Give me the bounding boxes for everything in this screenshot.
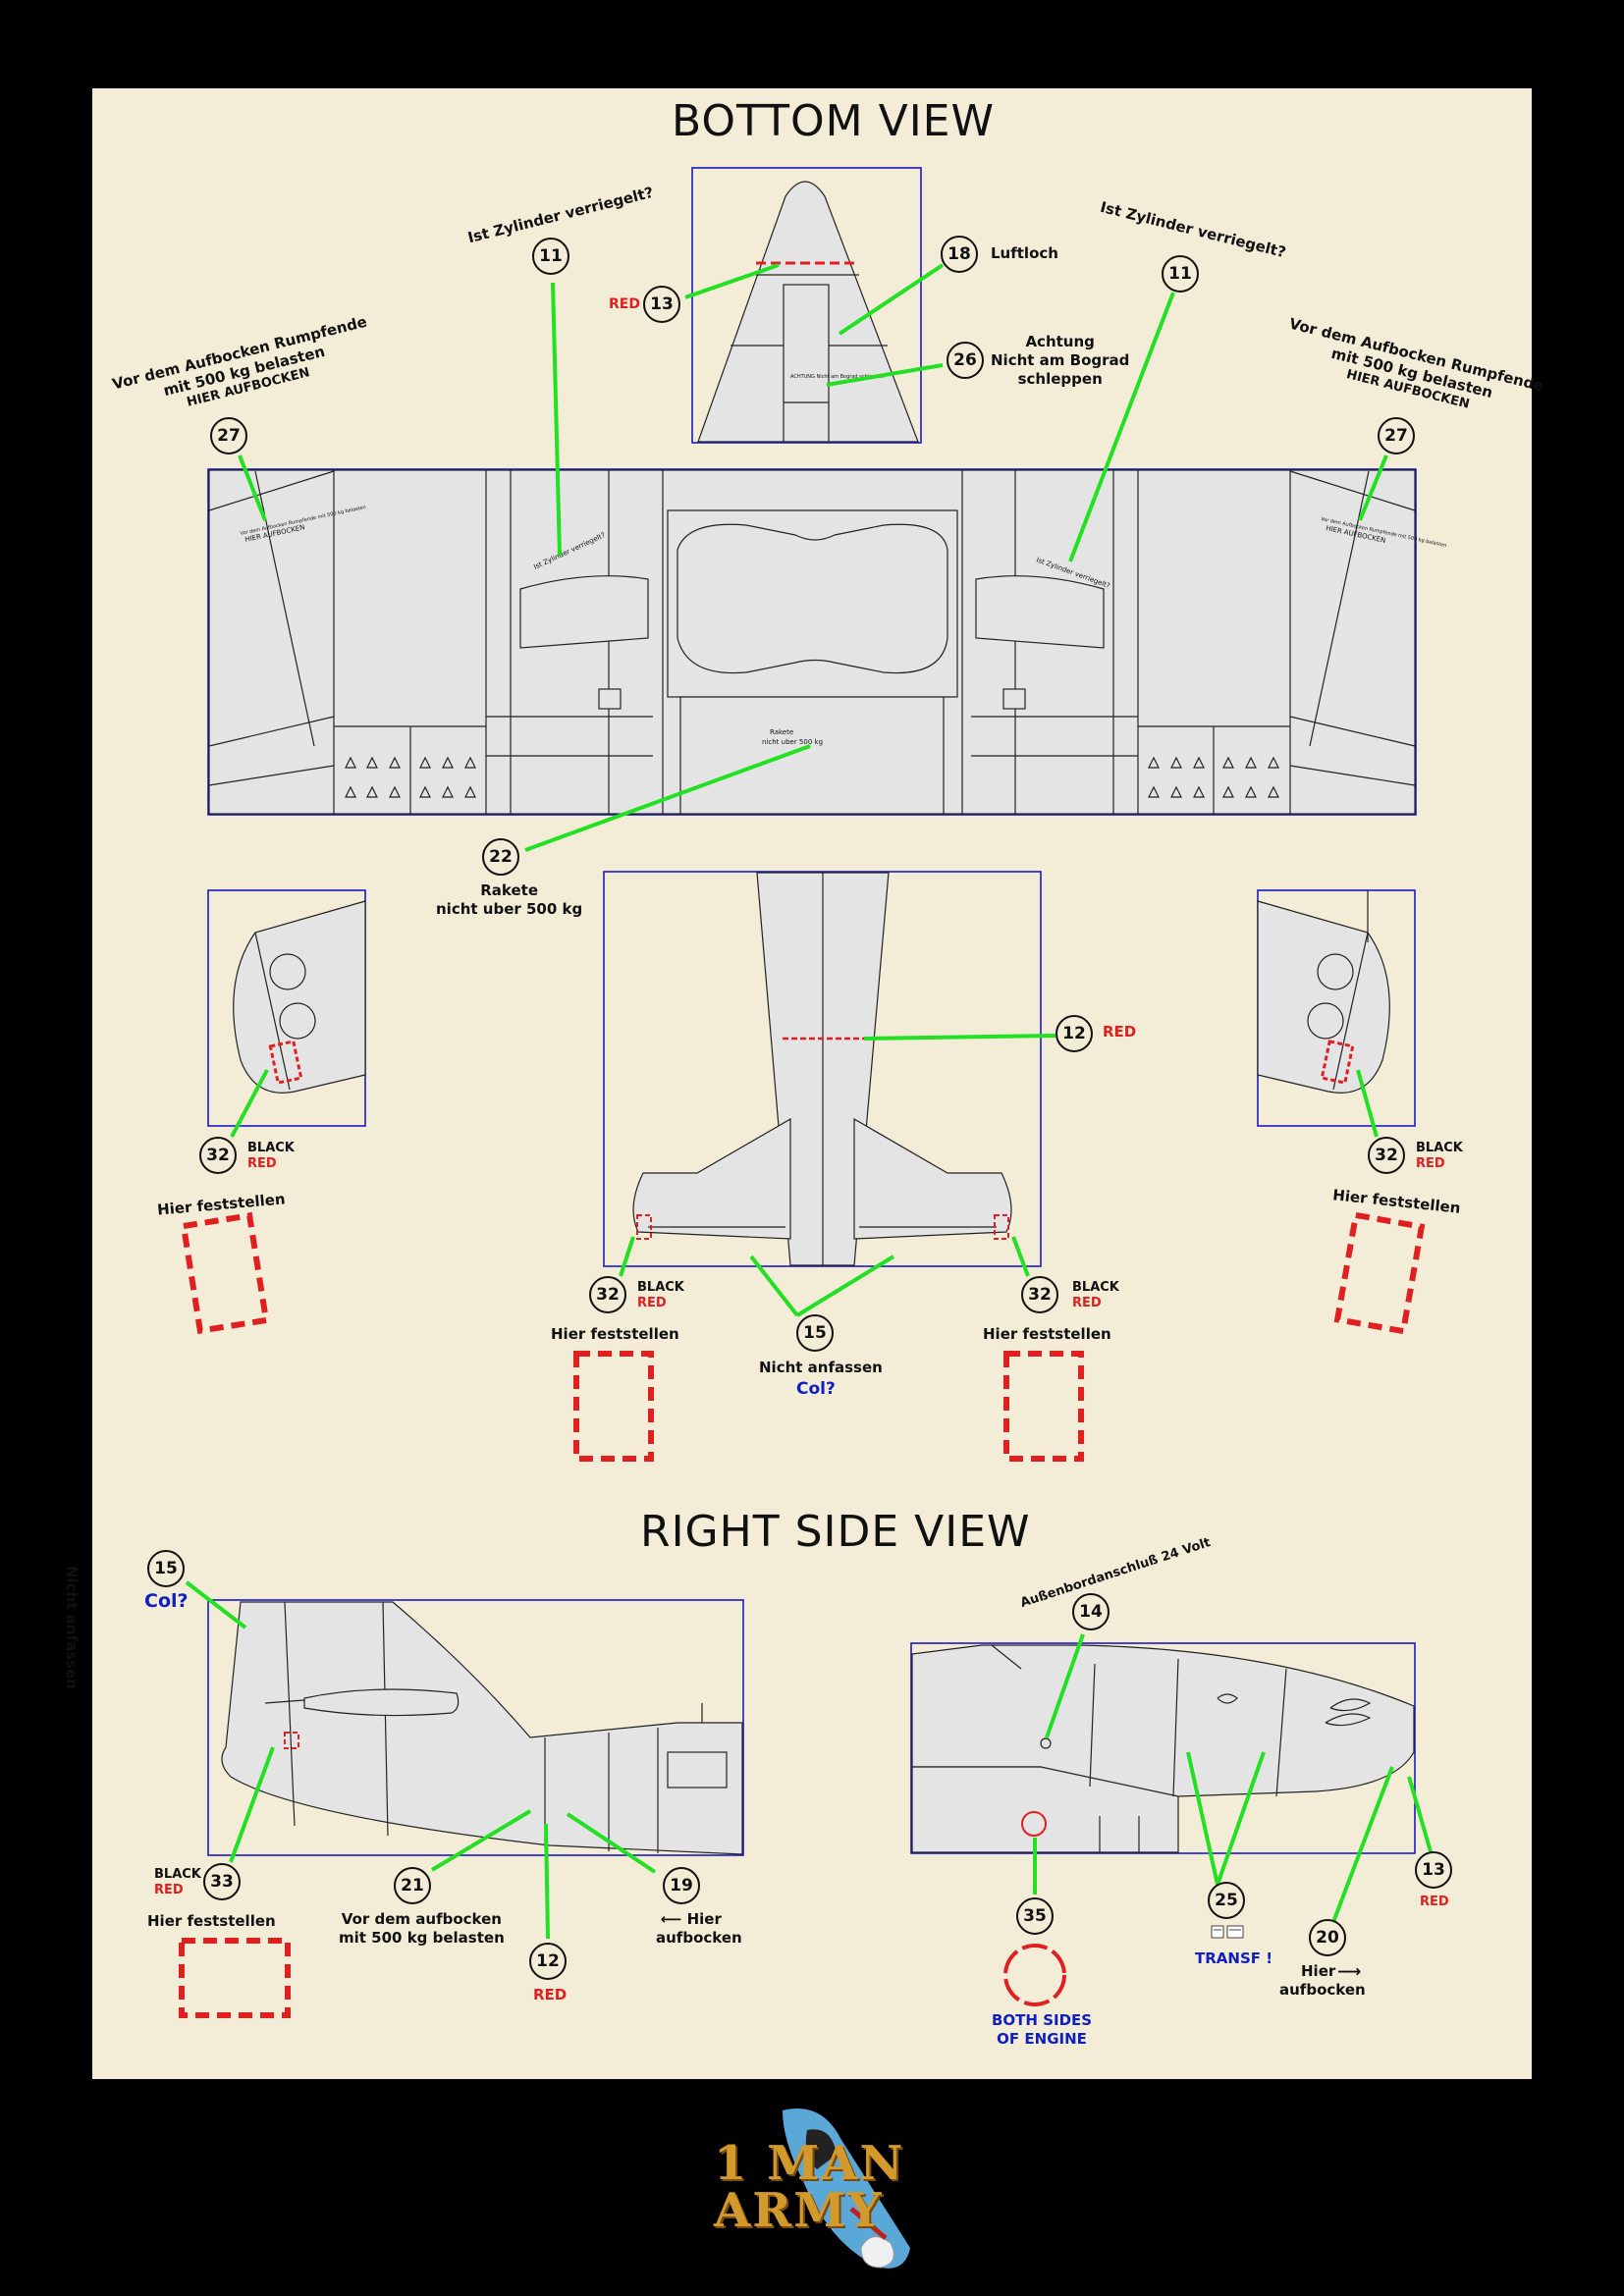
- tailplane-bottom-panel: [603, 871, 1042, 1267]
- callout-22-label: Rakete nicht uber 500 kg: [436, 881, 582, 919]
- callout-32-a: 32: [199, 1137, 237, 1174]
- callout-12-top-red: RED: [1103, 1023, 1137, 1041]
- right-side-view-heading: RIGHT SIDE VIEW: [640, 1507, 1031, 1557]
- callout-32-d-codes: BLACK RED: [1416, 1141, 1463, 1173]
- callout-32-b: 32: [589, 1276, 626, 1313]
- callout-35-line2: OF ENGINE: [997, 2029, 1087, 2048]
- callout-20-arrow-icon: ⟶: [1337, 1962, 1362, 1982]
- callout-21-line1: Vor dem aufbocken: [341, 1910, 502, 1928]
- callout-20-line2: aufbocken: [1279, 1980, 1366, 1999]
- callout-26: 26: [947, 342, 984, 379]
- forward-fuselage-side-panel: [910, 1642, 1416, 1854]
- transfer-decal-icon: [1211, 1925, 1244, 1939]
- callout-32-b-red: RED: [637, 1296, 667, 1311]
- callout-19-line2: aufbocken: [656, 1928, 742, 1947]
- callout-15-side: 15: [147, 1550, 185, 1587]
- callout-15-bottom: 15: [796, 1314, 834, 1352]
- callout-22-line2: nicht uber 500 kg: [436, 899, 583, 918]
- callout-13-top: 13: [643, 286, 680, 323]
- callout-19-line1: ⟵ Hier: [660, 1910, 722, 1928]
- bird-emblem-icon: [783, 2109, 910, 2269]
- callout-11-left: 11: [532, 238, 569, 275]
- callout-26-line3: schleppen: [1017, 369, 1103, 388]
- callout-18-label: Luftloch: [991, 244, 1058, 262]
- leader-lines: [185, 263, 1434, 1940]
- callout-32-c-red: RED: [1072, 1296, 1102, 1311]
- callout-32-a-codes: BLACK RED: [247, 1141, 295, 1173]
- callout-32-d-red: RED: [1416, 1156, 1445, 1172]
- callout-21-label: Vor dem aufbocken mit 500 kg belasten: [339, 1910, 505, 1948]
- callout-22: 22: [482, 838, 519, 876]
- callout-26-line2: Nicht am Bograd: [991, 350, 1130, 369]
- callout-11-right: 11: [1162, 255, 1199, 293]
- callout-32-b-codes: BLACK RED: [637, 1280, 684, 1312]
- feststellen-markers: [179, 1211, 1426, 2018]
- callout-13-side: 13: [1415, 1851, 1452, 1889]
- tail-side-panel: [207, 1599, 744, 1856]
- callout-32-a-black: BLACK: [247, 1141, 295, 1155]
- callout-33-black: BLACK: [154, 1867, 201, 1882]
- callout-21-line2: mit 500 kg belasten: [339, 1928, 505, 1947]
- callout-25: 25: [1208, 1882, 1245, 1919]
- callout-32-c-codes: BLACK RED: [1072, 1280, 1119, 1312]
- callout-15-side-label: Nicht anfassen: [63, 1566, 81, 1689]
- callout-32-c: 32: [1021, 1276, 1058, 1313]
- callout-15-bottom-label: Nicht anfassen: [759, 1359, 883, 1376]
- callout-32-d: 32: [1368, 1137, 1405, 1174]
- callout-33-red: RED: [154, 1883, 184, 1898]
- callout-33: 33: [203, 1863, 241, 1900]
- callout-20-label: Hier aufbocken: [1279, 1962, 1366, 2000]
- callout-33-hier: Hier feststellen: [147, 1912, 276, 1930]
- callout-14: 14: [1072, 1593, 1110, 1630]
- callout-12-top: 12: [1056, 1015, 1093, 1052]
- callout-20-line1: Hier: [1301, 1962, 1336, 1980]
- callout-26-line1: Achtung: [1025, 333, 1095, 350]
- callout-35-label: BOTH SIDES OF ENGINE: [992, 2011, 1092, 2049]
- callout-32-d-black: BLACK: [1416, 1141, 1463, 1155]
- right-detail-panel: [1257, 889, 1416, 1127]
- brand-logo: 1 MAN ARMY: [714, 2101, 920, 2282]
- tail-warning-stencil: ACHTUNG Nicht am Bograd schleppen: [790, 374, 885, 380]
- callout-27-left: 27: [210, 417, 247, 454]
- callout-22-line1: Rakete: [480, 881, 538, 899]
- callout-32-c-black: BLACK: [1072, 1280, 1119, 1295]
- callout-26-label: Achtung Nicht am Bograd schleppen: [991, 333, 1129, 388]
- rakete-stencil-2: nicht uber 500 kg: [762, 738, 823, 746]
- callout-35-line1: BOTH SIDES: [992, 2011, 1093, 2029]
- callout-21: 21: [394, 1867, 431, 1904]
- callout-13-top-red: RED: [609, 296, 640, 312]
- callout-19: 19: [663, 1867, 700, 1904]
- callout-32-b-black: BLACK: [637, 1280, 684, 1295]
- callout-32-a-red: RED: [247, 1156, 277, 1172]
- rakete-stencil-1: Rakete: [770, 728, 793, 736]
- logo-line2: ARMY: [714, 2183, 884, 2238]
- callout-15-side-col: Col?: [144, 1590, 189, 1612]
- logo-line1: 1 MAN: [714, 2136, 905, 2191]
- bottom-wing-panel: Rakete nicht uber 500 kg Ist Zylinder ve…: [207, 468, 1447, 816]
- bottom-view-heading: BOTTOM VIEW: [672, 96, 995, 146]
- callout-20: 20: [1309, 1919, 1346, 1956]
- callout-27-right: 27: [1378, 417, 1415, 454]
- callout-33-codes: BLACK RED: [154, 1867, 201, 1899]
- callout-12-side-red: RED: [533, 1986, 568, 2003]
- callout-35: 35: [1016, 1897, 1054, 1935]
- callout-25-label: TRANSF !: [1195, 1949, 1273, 1967]
- callout-32-b-hier: Hier feststellen: [551, 1325, 679, 1343]
- logo-text: 1 MAN ARMY: [714, 2140, 904, 2234]
- callout-18: 18: [941, 236, 978, 273]
- callout-19-label: ⟵ Hier aufbocken: [640, 1910, 742, 1948]
- tail-bottom-panel: ACHTUNG Nicht am Bograd schleppen: [691, 167, 922, 444]
- left-detail-panel: [207, 889, 366, 1127]
- callout-32-c-hier: Hier feststellen: [983, 1325, 1111, 1343]
- callout-13-side-red: RED: [1420, 1895, 1449, 1909]
- callout-12-side: 12: [529, 1943, 567, 1980]
- callout-15-bottom-col: Col?: [796, 1379, 836, 1399]
